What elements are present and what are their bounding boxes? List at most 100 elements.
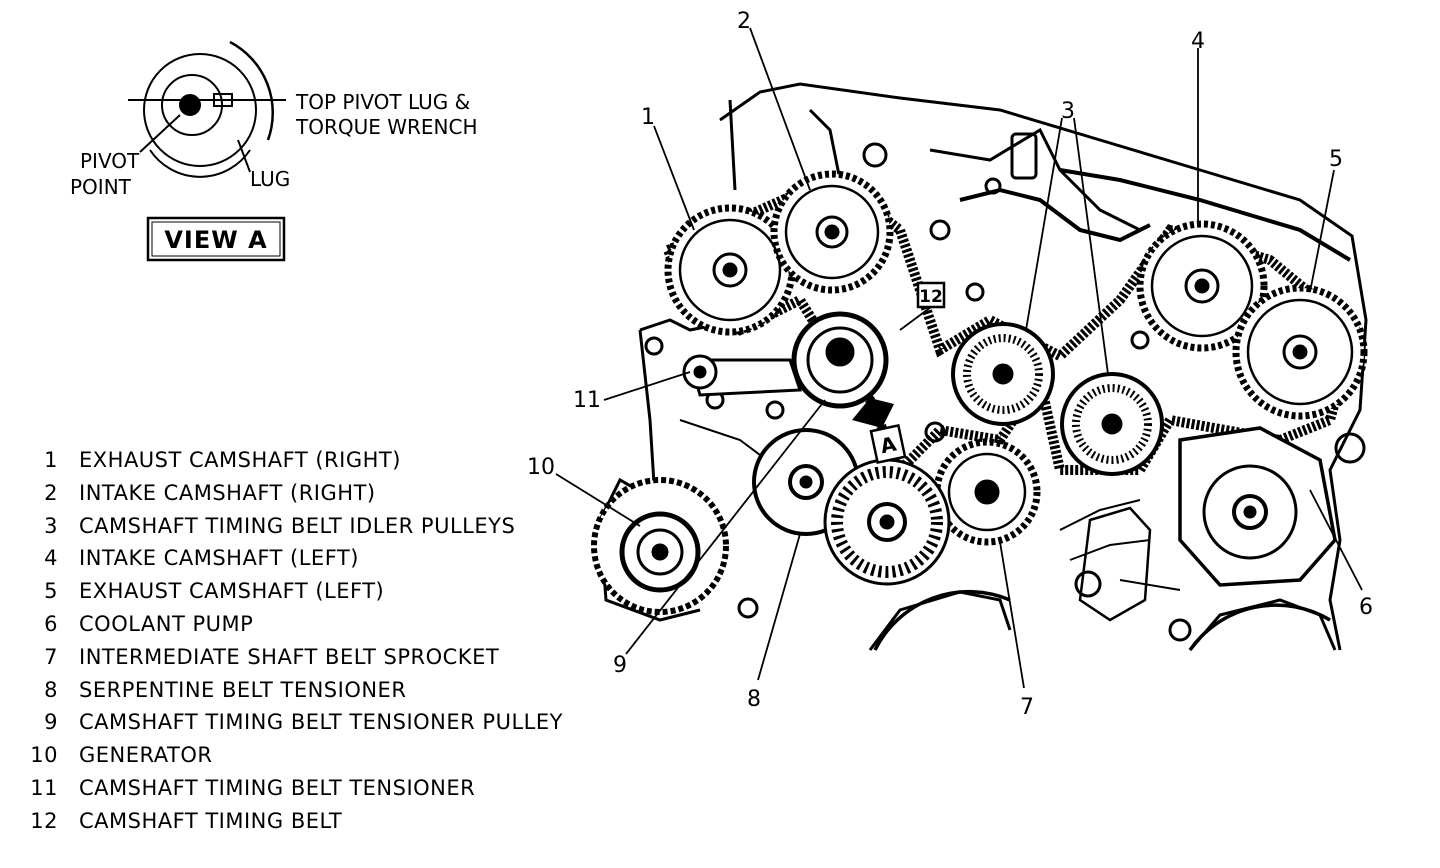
leader-6: [1309, 489, 1363, 591]
mount-bolt-5: [1130, 330, 1150, 350]
mount-bolt-3: [984, 177, 1002, 195]
legend-item-number: 11: [30, 775, 58, 800]
mount-bolt-12: [737, 597, 759, 619]
mount-bolt-11: [1074, 570, 1102, 598]
leader-3b: [1073, 117, 1109, 375]
legend-item-number: 3: [44, 513, 58, 538]
legend-item-text: EXHAUST CAMSHAFT (LEFT): [79, 579, 385, 604]
sprocket-exhaust-cam-left: [1232, 284, 1368, 420]
view-a-lug-leader: [237, 139, 251, 173]
leader-9: [625, 399, 826, 655]
callout-8: 8: [747, 687, 761, 712]
leader-12: [899, 306, 932, 331]
legend-item-number: 9: [44, 710, 58, 735]
legend-item-number: 12: [30, 808, 58, 833]
idler-pulley-lower: [1060, 372, 1164, 476]
callout-11: 11: [573, 388, 601, 413]
timing-belt-path: [661, 172, 1361, 479]
mount-bolt-2: [929, 219, 951, 241]
leader-8: [757, 533, 801, 681]
intermediate-shaft-sprocket: [933, 438, 1041, 546]
callout-5: 5: [1329, 147, 1343, 172]
callout-10: 10: [527, 455, 555, 480]
timing-belt-tensioner: [682, 354, 803, 397]
leader-5: [1309, 169, 1335, 293]
legend-item-number: 4: [44, 546, 58, 571]
legend-item-text: CAMSHAFT TIMING BELT TENSIONER PULLEY: [79, 710, 563, 735]
sprocket-intake-cam-left: [1136, 220, 1268, 352]
timing-belt-tensioner-pulley: [791, 311, 889, 409]
view-a-inset: [128, 40, 286, 178]
callout-3: 3: [1061, 99, 1075, 124]
legend-item-text: CAMSHAFT TIMING BELT: [79, 808, 343, 833]
view-a-lug-block: [213, 93, 233, 107]
view-a-arrow-icon: [852, 398, 894, 428]
view-a-callout-pivot-2: POINT: [70, 175, 132, 199]
legend-item: 10 GENERATOR: [24, 739, 604, 772]
legend-item-text: INTAKE CAMSHAFT (RIGHT): [79, 480, 376, 505]
view-a-arc-lower: [149, 149, 251, 178]
badge-12-label: 12: [919, 287, 943, 307]
leader-lines: [555, 27, 1363, 689]
callout-2: 2: [737, 9, 751, 34]
mount-bolt-1: [862, 142, 888, 168]
callout-9: 9: [613, 653, 627, 678]
legend-item: 2 INTAKE CAMSHAFT (RIGHT): [24, 477, 604, 510]
leader-11: [603, 371, 691, 401]
view-a-pointer-badge: A: [852, 398, 907, 465]
view-a-pulley-outer: [143, 53, 257, 167]
sensor-housing: [1010, 132, 1038, 180]
leader-3a: [1025, 117, 1063, 331]
legend-item: 9 CAMSHAFT TIMING BELT TENSIONER PULLEY: [24, 706, 604, 739]
view-a-label-box: VIEW A: [146, 216, 286, 262]
callout-7: 7: [1020, 695, 1034, 720]
view-a-label: VIEW A: [164, 226, 267, 254]
callout-numbers: 1 2 3 4 5 6 7 8 9 10 11: [527, 9, 1373, 720]
legend-item: 6 COOLANT PUMP: [24, 608, 604, 641]
legend-item-number: 5: [44, 579, 58, 604]
badge-12: 12: [916, 281, 946, 309]
legend-item-number: 10: [30, 743, 58, 768]
leader-1: [653, 125, 695, 231]
legend-item-number: 2: [44, 480, 58, 505]
legend-item-text: GENERATOR: [79, 743, 213, 768]
legend-item-text: SERPENTINE BELT TENSIONER: [79, 677, 407, 702]
view-a-pivot-hub: [179, 94, 201, 116]
leader-7: [999, 541, 1025, 689]
mount-bolt-4: [965, 282, 985, 302]
view-a-callout-top-1: TOP PIVOT LUG &: [295, 90, 470, 114]
generator: [591, 477, 729, 615]
leader-2: [749, 27, 811, 191]
legend-item: 5 EXHAUST CAMSHAFT (LEFT): [24, 575, 604, 608]
leader-10: [555, 473, 641, 527]
engine-upper-manifold: [728, 99, 1141, 232]
legend-item-number: 6: [44, 611, 58, 636]
callout-1: 1: [641, 105, 655, 130]
legend-item-text: COOLANT PUMP: [79, 611, 254, 636]
legend-item-number: 7: [44, 644, 58, 669]
legend-item-text: CAMSHAFT TIMING BELT IDLER PULLEYS: [79, 513, 516, 538]
mount-bolt-7: [765, 400, 785, 420]
view-a-callout-pivot-1: PIVOT: [80, 149, 140, 173]
accessory-bracket: [1078, 506, 1152, 622]
callout-6: 6: [1359, 595, 1373, 620]
legend-item: 11 CAMSHAFT TIMING BELT TENSIONER: [24, 772, 604, 805]
callout-4: 4: [1191, 29, 1205, 54]
view-a-swing-arc: [229, 40, 275, 141]
legend-item-text: INTAKE CAMSHAFT (LEFT): [79, 546, 359, 571]
legend-item-text: CAMSHAFT TIMING BELT TENSIONER: [79, 775, 476, 800]
view-a-pivot-leader: [139, 114, 181, 153]
idler-pulley-upper: [951, 322, 1055, 426]
legend-item-number: 1: [44, 448, 58, 472]
camshaft-timing-belt: [661, 172, 1361, 479]
sprocket-exhaust-cam-right: [664, 204, 796, 336]
view-a-callout-top-2: TORQUE WRENCH: [295, 115, 478, 139]
mount-bolt-6: [924, 421, 946, 443]
view-a-callout-lug: LUG: [250, 167, 290, 191]
mount-bolt-9: [1168, 618, 1192, 642]
